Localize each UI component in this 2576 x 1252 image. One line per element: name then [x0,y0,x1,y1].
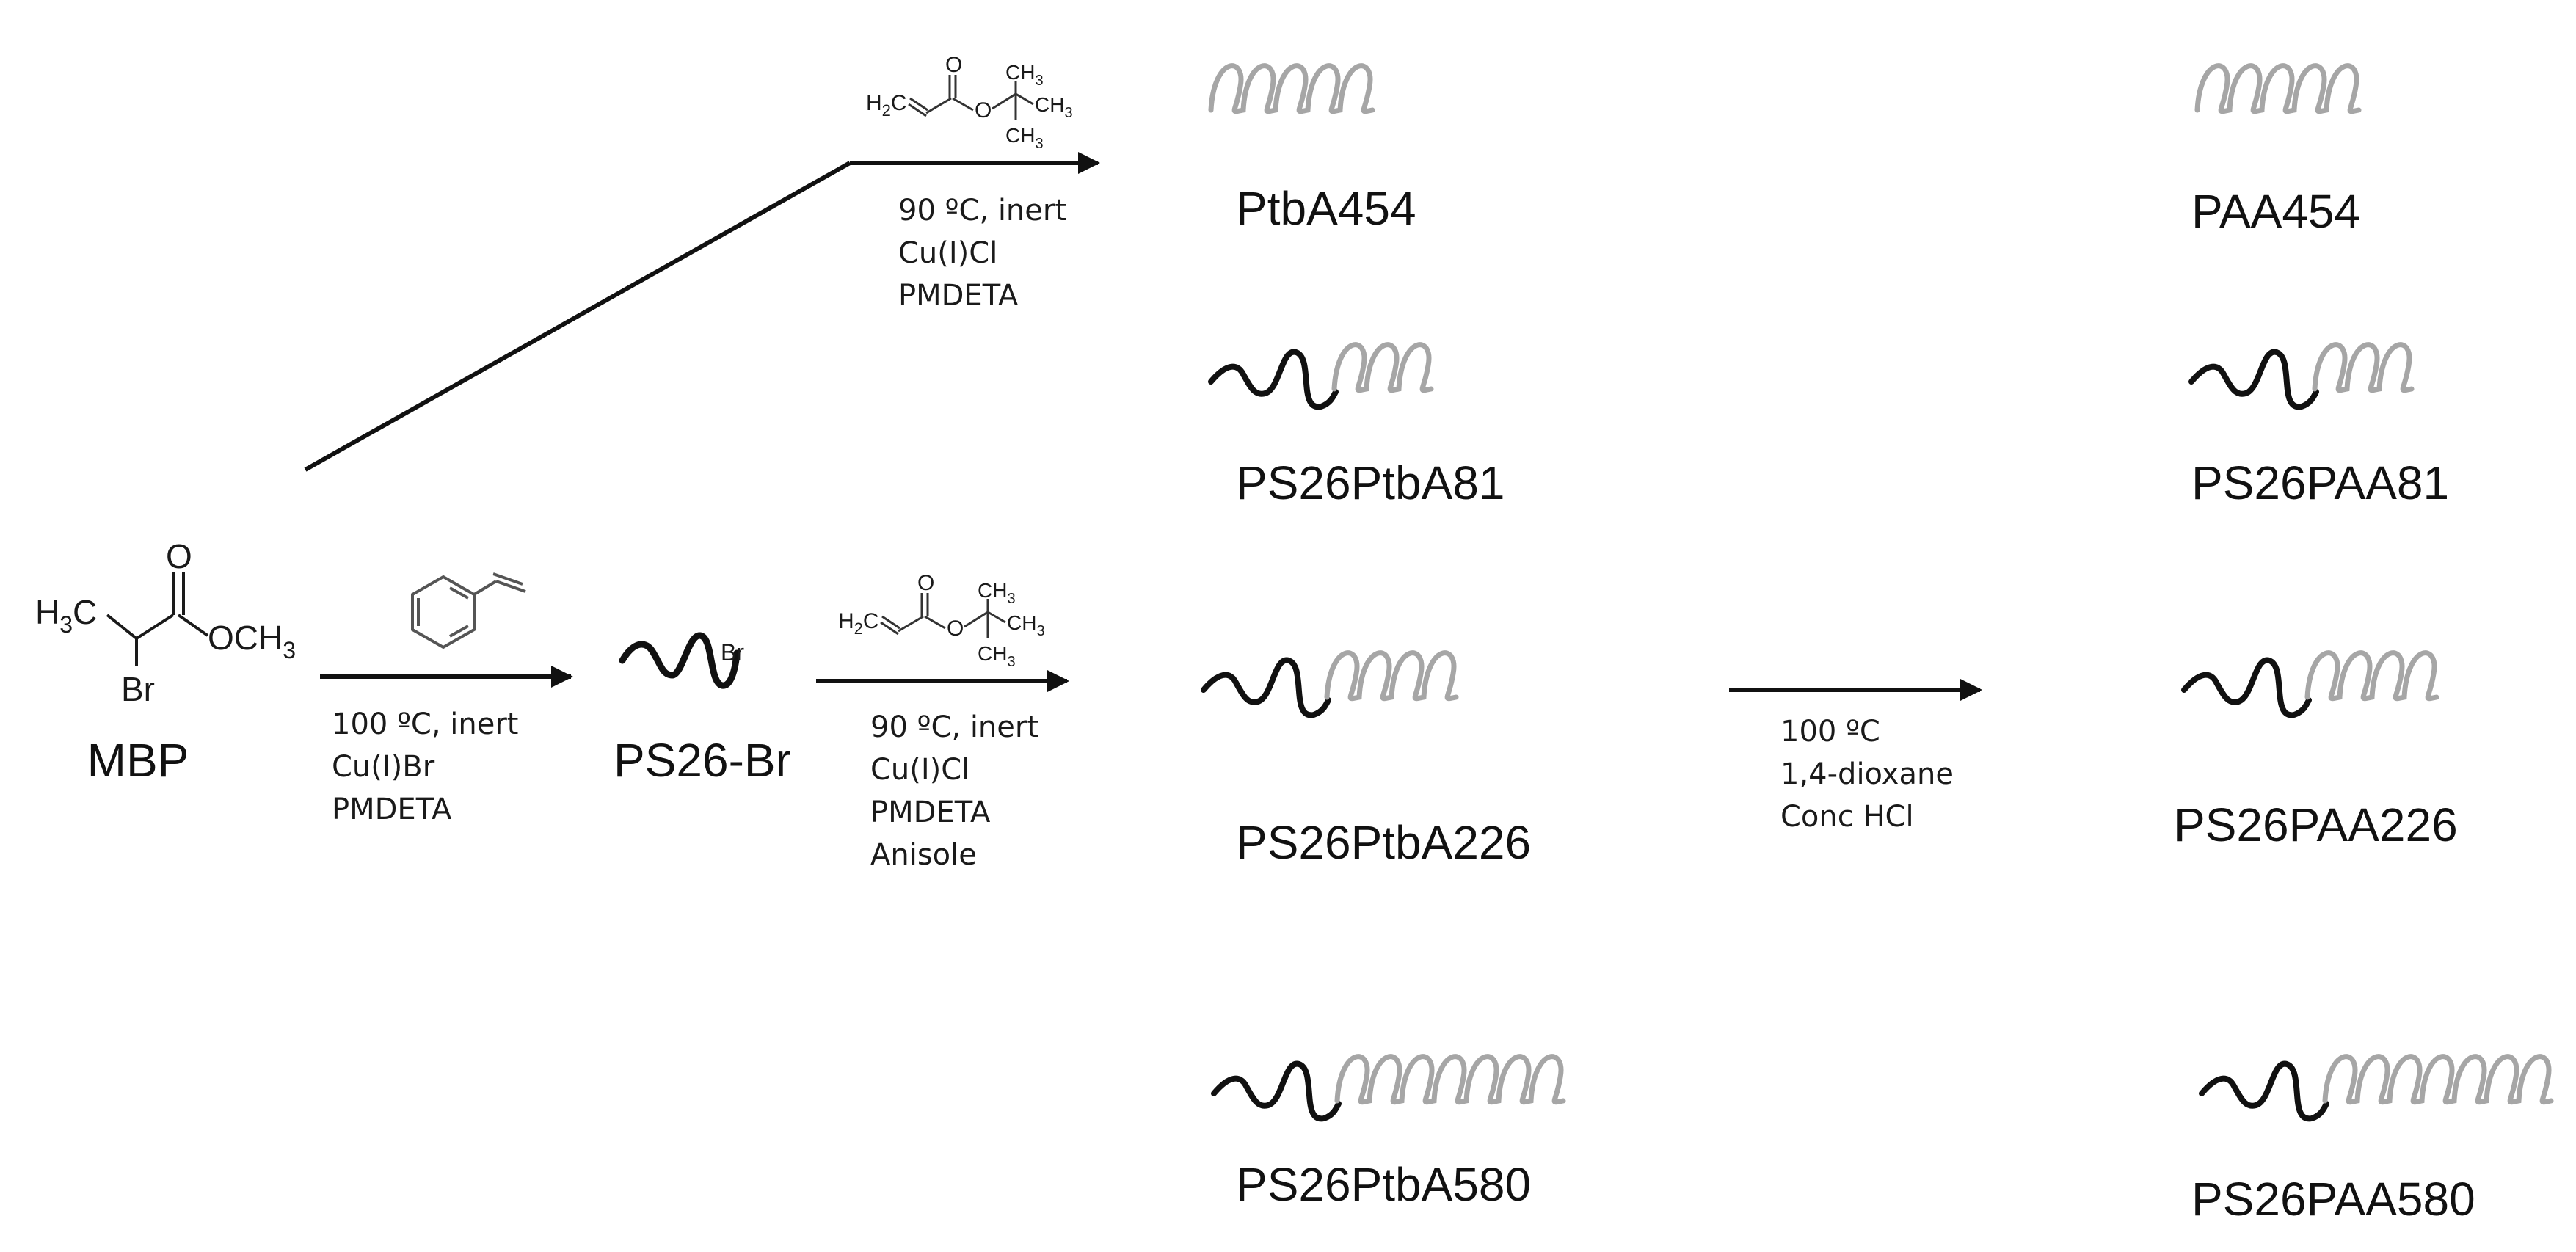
ps26ptba226-label: PS26PtbA226 [1236,816,1531,869]
block-conditions: 90 ºC, inert Cu(I)Cl PMDETA Anisole [870,710,1038,872]
ps26ptba81-label: PS26PtbA81 [1236,456,1505,509]
ps26paa226-label: PS26PAA226 [2174,798,2458,851]
hydrolysis-condition-acid: Conc HCl [1780,800,1914,834]
acrylate-block-coil [2312,342,2415,393]
paa454-polymer-icon [2194,63,2362,114]
ps26paa580-label: PS26PAA580 [2191,1173,2475,1226]
hydrolysis-condition-solvent: 1,4-dioxane [1780,757,1954,791]
ps-block-segment [2199,1060,2329,1122]
ps26ptba81-polymer-icon [1208,342,1434,410]
tba-top-ch3-bottom: CH3 [1005,124,1044,152]
tba-monomer-top: H2C O O CH3 CH3 CH3 [866,53,1073,152]
ps-block-segment [1201,657,1331,718]
acrylate-block-coil [2322,1054,2554,1105]
block-condition-solvent: Anisole [870,838,977,872]
acrylate-block-coil [1334,1054,1566,1105]
tba-mid-ch3-bottom: CH3 [978,642,1016,670]
tba-top-ch3-top: CH3 [1005,61,1044,89]
ps26paa226-polymer-icon [2181,650,2439,718]
paa-products-column: PAA454 PS26PAA81 PS26PAA226 PS26PAA580 [2174,63,2554,1226]
ps-block-segment [1211,1060,1342,1122]
styrene-conditions: 100 ºC, inert Cu(I)Br PMDETA [332,707,518,826]
mbp-h3c-label: H3C [35,593,97,638]
styrene-condition-catalyst: Cu(I)Br [332,750,435,784]
ps26-br-end-group: Br [721,639,744,666]
tba-mid-o-carbonyl: O [917,571,934,595]
mbp-carbonyl-o: O [166,537,192,575]
styrene-condition-temperature: 100 ºC, inert [332,707,518,741]
ptba454-polymer-icon [1208,63,1375,114]
acrylate-block-coil [2194,63,2362,114]
styrene-structure [411,572,526,649]
homopolymer-condition-ligand: PMDETA [898,279,1019,313]
mbp-br-label: Br [121,670,155,708]
tba-top-ch3-right: CH3 [1035,93,1073,121]
ptba454-label: PtbA454 [1236,182,1416,235]
styrene-condition-ligand: PMDETA [332,793,452,826]
paa454-label: PAA454 [2191,185,2360,238]
tba-mid-h2c: H2C [838,609,879,638]
ps26paa81-polymer-icon [2188,342,2415,410]
block-condition-temperature: 90 ºC, inert [870,710,1038,744]
ps-block-segment [2181,657,2312,718]
mbp-och3-label: OCH3 [208,619,296,663]
acrylate-block-coil [1331,342,1434,393]
ps26ptba580-polymer-icon [1211,1054,1566,1122]
ps26paa580-polymer-icon [2199,1054,2554,1122]
ps26ptba226-polymer-icon [1201,650,1459,718]
hydrolysis-condition-temperature: 100 ºC [1780,715,1880,749]
homopolymer-condition-catalyst: Cu(I)Cl [898,236,997,270]
tba-mid-ch3-right: CH3 [1007,611,1045,639]
ps26ptba580-label: PS26PtbA580 [1236,1158,1531,1211]
ps26paa81-label: PS26PAA81 [2191,456,2449,509]
homopolymer-conditions: 90 ºC, inert Cu(I)Cl PMDETA [898,194,1066,313]
tba-top-o-carbonyl: O [945,53,962,77]
acrylate-block-coil [1324,650,1459,702]
block-condition-ligand: PMDETA [870,796,991,829]
mbp-label: MBP [87,734,189,787]
mbp-bonds [106,572,209,666]
ps-block-segment [1208,349,1339,410]
tba-top-h2c: H2C [866,91,907,120]
ps-block-segment [2188,349,2319,410]
ps26-br-label: PS26-Br [614,734,791,787]
acrylate-block-coil [2304,650,2439,702]
ptba-products-column: PtbA454 PS26PtbA81 PS26PtbA226 PS26PtbA5… [1201,63,1566,1211]
ps26-br-chain [619,632,741,689]
tba-mid-o-ester: O [947,616,964,641]
acrylate-block-coil [1208,63,1375,114]
hydrolysis-conditions: 100 ºC 1,4-dioxane Conc HCl [1780,715,1954,834]
homopolymer-diagonal-line [304,161,851,472]
homopolymer-condition-temperature: 90 ºC, inert [898,194,1066,228]
tba-monomer-middle: H2C O O CH3 CH3 CH3 [838,571,1045,670]
tba-mid-ch3-top: CH3 [978,579,1016,607]
block-condition-catalyst: Cu(I)Cl [870,753,969,787]
mbp-structure: H3C O OCH3 Br [35,537,296,708]
tba-top-o-ester: O [975,98,992,123]
